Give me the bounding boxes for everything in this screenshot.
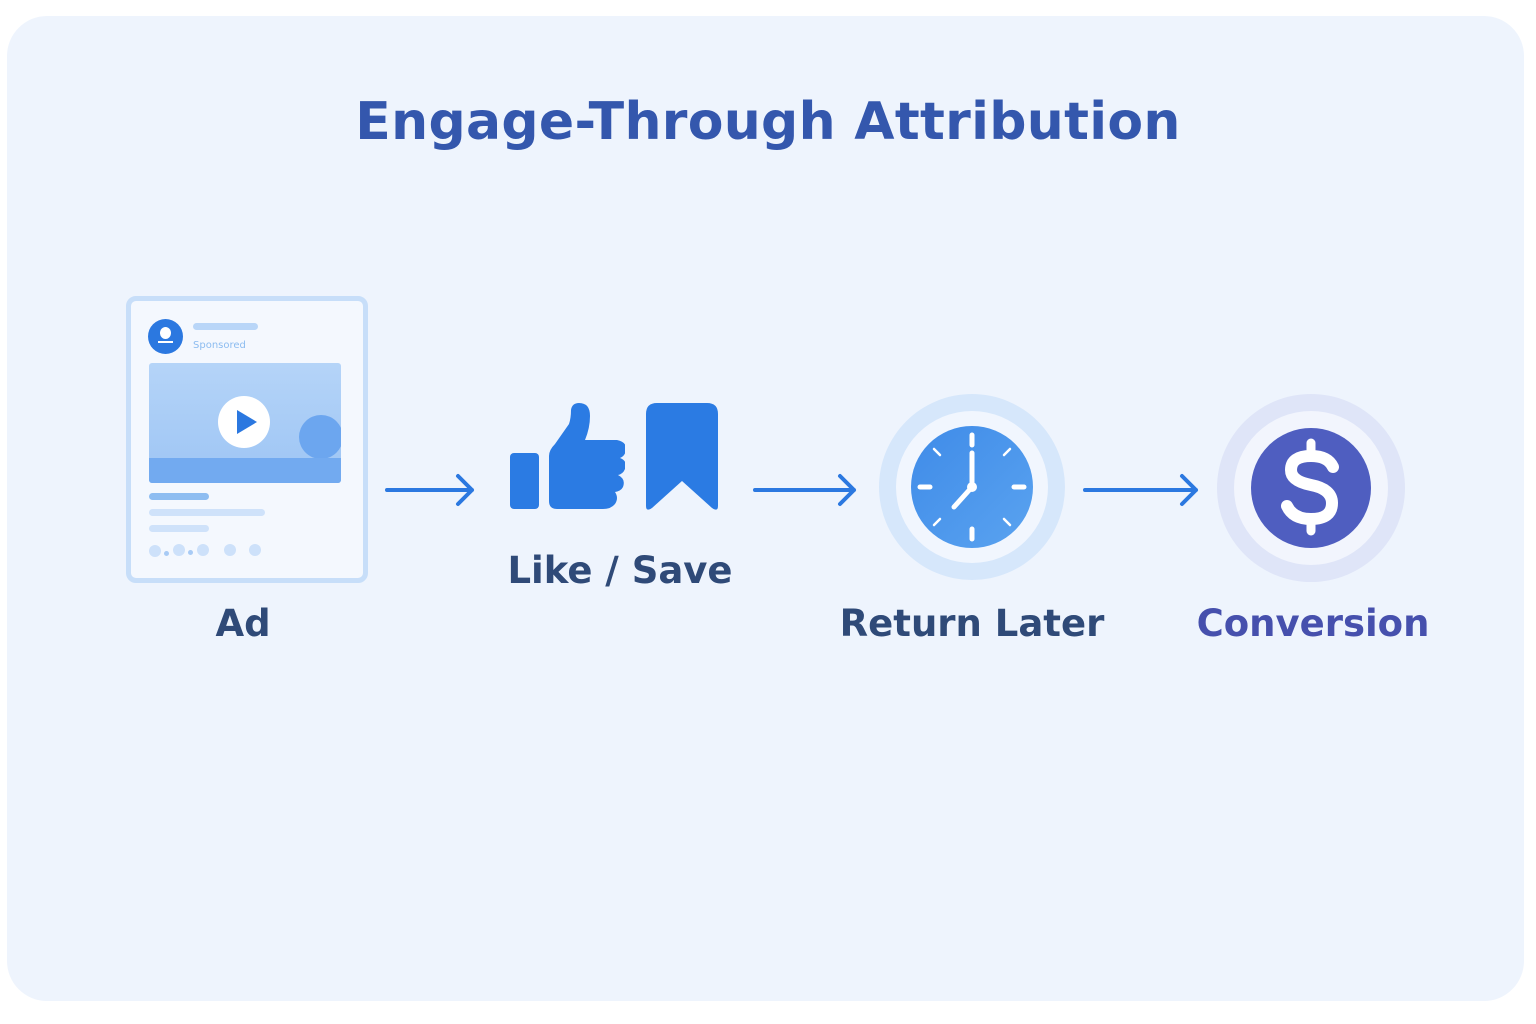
thumbs-up-icon (510, 403, 625, 509)
ad-name-placeholder (193, 323, 258, 330)
reaction-dot (224, 544, 236, 556)
step-label-ad: Ad (215, 602, 271, 645)
arrow-right-icon (753, 474, 856, 506)
arrow-right-icon (1083, 474, 1198, 506)
ad-text-line (149, 525, 209, 532)
ad-video-thumbnail (149, 363, 341, 483)
step-label-like-save: Like / Save (507, 549, 733, 592)
ad-text-line (149, 509, 265, 516)
ad-sponsored-text: Sponsored (193, 340, 246, 351)
play-icon (218, 396, 270, 448)
reaction-dot (197, 544, 209, 556)
reaction-dot (249, 544, 261, 556)
dollar-icon (1217, 394, 1405, 582)
avatar-icon (148, 319, 183, 354)
arrow-right-icon (385, 474, 474, 506)
bookmark-icon (646, 403, 718, 510)
step-label-return-later: Return Later (839, 602, 1105, 645)
ad-text-line (149, 493, 209, 500)
ad-card-icon: Sponsored (126, 296, 368, 583)
diagram-title: Engage-Through Attribution (355, 92, 1181, 152)
step-label-conversion: Conversion (1196, 602, 1430, 645)
reaction-dot (173, 544, 185, 556)
reaction-dot (164, 551, 169, 556)
clock-icon (879, 394, 1065, 580)
reaction-dot (188, 550, 193, 555)
reaction-dot (149, 545, 161, 557)
